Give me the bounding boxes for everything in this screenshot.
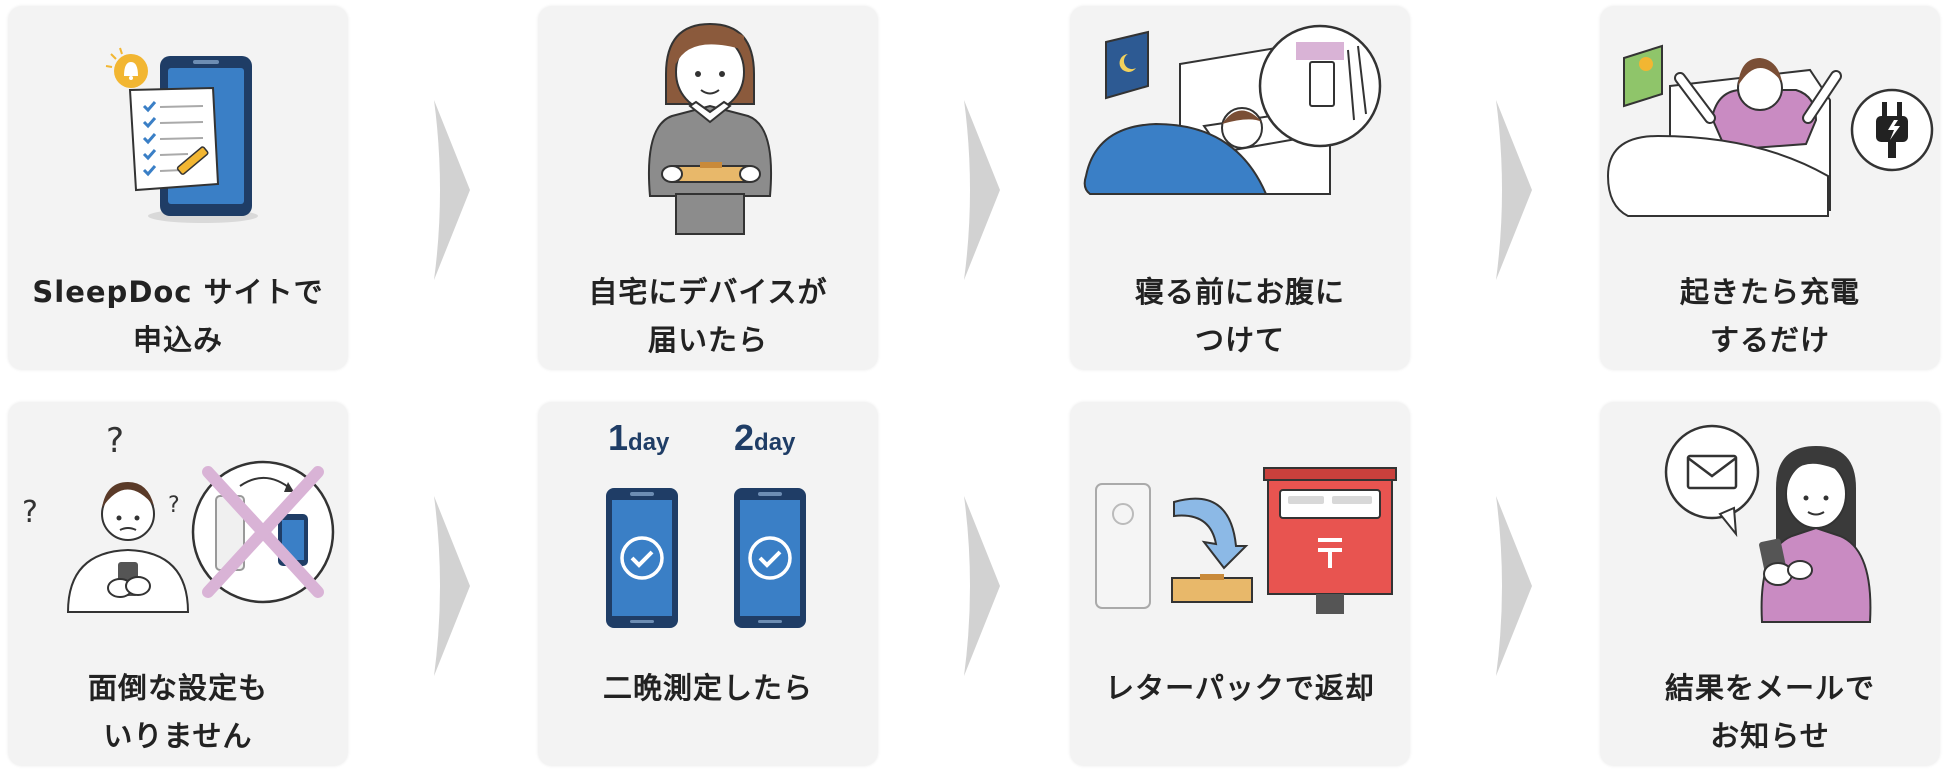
chevron-right-icon bbox=[434, 100, 470, 280]
step-card-results: 結果をメールで お知らせ bbox=[1600, 402, 1940, 766]
step-8-line-2: お知らせ bbox=[1710, 719, 1830, 753]
day2-unit: day bbox=[754, 429, 796, 456]
confused-no-setup-icon: ? ? ? bbox=[22, 421, 335, 613]
day1-number: 1 bbox=[608, 417, 628, 458]
svg-text:?: ? bbox=[168, 493, 180, 518]
step-card-sleep: 寝る前にお腹に つけて bbox=[1070, 6, 1410, 370]
step-4-line-1: 起きたら充電 bbox=[1679, 275, 1860, 309]
step-2-line-1: 自宅にデバイスが bbox=[588, 275, 828, 309]
chevron-right-icon bbox=[964, 100, 1000, 280]
step-8-line-1: 結果をメールで bbox=[1664, 671, 1875, 705]
email-notification-icon bbox=[1664, 424, 1872, 623]
step-1-line-2: 申込み bbox=[132, 323, 223, 357]
step-card-two-nights: 1day 2day 二晩測定したら bbox=[538, 402, 878, 766]
chevron-right-icon bbox=[434, 496, 470, 676]
svg-text:?: ? bbox=[106, 421, 124, 461]
svg-text:?: ? bbox=[22, 495, 38, 530]
chevron-right-icon bbox=[1496, 496, 1532, 676]
svg-text:2day: 2day bbox=[734, 417, 796, 458]
waking-up-charging-icon bbox=[1606, 44, 1934, 217]
chevron-right-icon bbox=[1496, 100, 1532, 280]
step-1-line-1: SleepDoc サイトで bbox=[32, 275, 324, 309]
two-phones-check-icon: 1day 2day bbox=[606, 417, 806, 628]
step-6-line-1: 二晩測定したら bbox=[602, 671, 813, 705]
step-5-line-2: いりません bbox=[103, 719, 253, 753]
step-3-line-2: つけて bbox=[1194, 323, 1285, 357]
step-card-no-setup: ? ? ? 面倒な設定も いりません bbox=[8, 402, 348, 766]
phone-checklist-icon bbox=[105, 47, 258, 223]
step-card-return: レターパックで返却 bbox=[1070, 402, 1410, 766]
letter-pack-postbox-icon bbox=[1095, 467, 1397, 614]
step-card-receive: 自宅にデバイスが 届いたら bbox=[538, 6, 878, 370]
day2-number: 2 bbox=[734, 417, 754, 458]
step-5-line-1: 面倒な設定も bbox=[87, 671, 268, 705]
day1-unit: day bbox=[628, 429, 670, 456]
svg-text:1day: 1day bbox=[608, 417, 670, 458]
step-card-charge: 起きたら充電 するだけ bbox=[1600, 6, 1940, 370]
step-7-line-1: レターパックで返却 bbox=[1105, 671, 1375, 705]
sleeping-in-bed-icon bbox=[1083, 24, 1382, 195]
step-2-line-2: 届いたら bbox=[647, 323, 768, 357]
chevron-right-icon bbox=[964, 496, 1000, 676]
step-4-line-2: するだけ bbox=[1709, 323, 1830, 357]
step-3-line-1: 寝る前にお腹に bbox=[1134, 275, 1345, 309]
person-with-package-icon bbox=[647, 22, 773, 235]
step-card-apply: SleepDoc サイトで 申込み bbox=[8, 6, 348, 370]
